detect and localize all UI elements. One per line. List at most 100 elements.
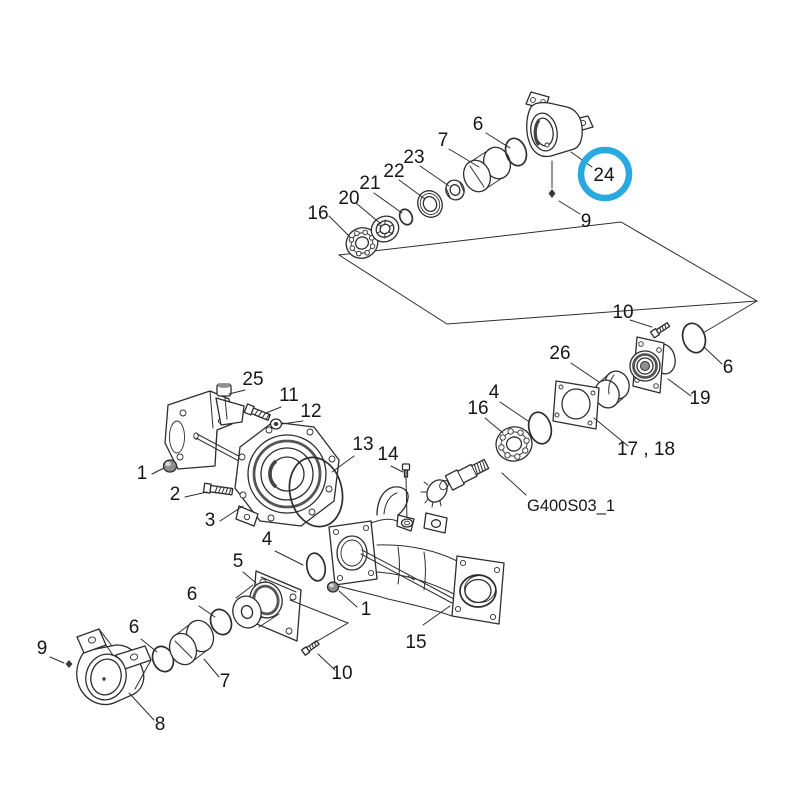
leader-6-upper: [485, 132, 511, 149]
part-plug-25: [216, 383, 232, 420]
part-oring-6-mid: [681, 322, 707, 354]
callout-9-bottom[interactable]: 9: [37, 638, 48, 659]
part-bracket-8: [76, 628, 152, 706]
leader-10-mid: [629, 319, 653, 328]
callout-24[interactable]: 24: [593, 165, 615, 186]
callout-6-mid[interactable]: 6: [723, 357, 734, 378]
part-axle-housing-15: [328, 486, 505, 625]
callout-9-upper[interactable]: 9: [581, 211, 592, 232]
leader-10-fork: [289, 599, 350, 644]
callout-6-upper[interactable]: 6: [473, 114, 484, 135]
part-bolt-2: [202, 482, 234, 496]
callout-10-mid[interactable]: 10: [612, 302, 633, 323]
part-bolt-10-bottom: [300, 640, 320, 656]
callout-15[interactable]: 15: [405, 632, 426, 653]
leader-9-upper: [558, 200, 581, 215]
callout-2[interactable]: 2: [170, 484, 181, 505]
callout-16-mid[interactable]: 16: [467, 398, 488, 419]
callout-26[interactable]: 26: [549, 343, 570, 364]
part-oring-13: [288, 456, 344, 528]
callout-14[interactable]: 14: [377, 444, 399, 465]
part-pin-9-upper: [548, 160, 556, 198]
callout-16-upper[interactable]: 16: [307, 203, 328, 224]
part-bearing-16-mid: [495, 426, 533, 462]
callout-4-bottom[interactable]: 4: [262, 529, 273, 550]
leader-19: [667, 378, 692, 397]
leader-2: [184, 491, 208, 498]
callout-1-left[interactable]: 1: [137, 463, 148, 484]
leader-21: [373, 192, 403, 214]
part-bushing-7-upper: [462, 146, 512, 193]
highlight-circle-24: [577, 146, 633, 202]
callout-19[interactable]: 19: [689, 388, 710, 409]
callout-7-upper[interactable]: 7: [438, 130, 449, 151]
part-24-knuckle-bracket: [525, 91, 594, 158]
part-nut-23: [445, 179, 465, 201]
leader-13: [331, 455, 355, 473]
part-support-5: [232, 570, 302, 642]
leader-9-bottom: [49, 656, 65, 664]
part-flange-19: [629, 336, 676, 394]
leader-4-bottom: [274, 550, 304, 566]
callout-6-left[interactable]: 6: [129, 617, 140, 638]
exploded-axis-plane: [337, 221, 759, 334]
callout-23[interactable]: 23: [403, 147, 424, 168]
part-pin-9-bottom: [65, 660, 73, 668]
leader-6-right: [198, 605, 216, 618]
part-bolt-10-mid: [649, 322, 671, 339]
leader-25: [228, 389, 246, 395]
callout-20[interactable]: 20: [338, 188, 359, 209]
callout-13[interactable]: 13: [352, 434, 373, 455]
leader-22: [398, 179, 426, 200]
callout-4-mid[interactable]: 4: [489, 382, 500, 403]
callout-8[interactable]: 8: [155, 714, 166, 735]
part-oring-4-bottom: [305, 552, 327, 582]
leader-10-bottom: [317, 653, 336, 671]
callout-3[interactable]: 3: [205, 510, 216, 531]
part-gasket-17-18: [552, 380, 600, 430]
part-oring-4-mid: [527, 411, 553, 445]
leader-17-18: [593, 417, 629, 447]
callout-12[interactable]: 12: [300, 401, 321, 422]
part-bearing-20: [370, 215, 400, 243]
leader-15: [422, 605, 451, 626]
callout-1-bottom[interactable]: 1: [361, 599, 372, 620]
leader-11: [265, 406, 282, 414]
leader-7-upper: [448, 148, 480, 168]
part-bevel-pinion-shaft: [420, 458, 490, 508]
callout-22[interactable]: 22: [383, 161, 404, 182]
part-bolt-11: [243, 403, 271, 421]
leader-20: [355, 202, 382, 225]
leader-16-mid: [484, 417, 504, 434]
part-ring-21: [398, 208, 414, 226]
drawing-code-label: G400S03_1: [527, 497, 615, 515]
part-oring-6-upper: [504, 137, 528, 167]
leader-24: [570, 151, 593, 168]
leader-26: [570, 362, 600, 383]
leader-8: [128, 692, 155, 721]
callout-17-18[interactable]: 17 , 18: [617, 439, 675, 460]
leader-drawing-code: [501, 472, 527, 496]
callout-25[interactable]: 25: [242, 369, 263, 390]
part-housing-3: [164, 390, 340, 527]
part-bearing-22: [417, 190, 443, 218]
leader-6-left: [140, 638, 158, 653]
callout-7-bottom[interactable]: 7: [220, 671, 231, 692]
leader-12: [281, 420, 304, 425]
leader-6-mid: [703, 346, 723, 365]
part-collar-26: [594, 370, 630, 409]
callout-21[interactable]: 21: [359, 173, 380, 194]
leader-16-upper: [328, 215, 351, 238]
leader-3: [219, 505, 244, 522]
leader-14: [390, 465, 404, 473]
callout-6-right[interactable]: 6: [187, 584, 198, 605]
part-bushing-7-bottom: [168, 619, 215, 666]
part-oring-6-right: [209, 608, 233, 636]
callout-5[interactable]: 5: [233, 551, 244, 572]
leader-1-left: [151, 467, 165, 475]
callout-10-bottom[interactable]: 10: [331, 663, 352, 684]
part-nut-12: [269, 418, 283, 430]
leader-7-bottom: [203, 658, 220, 678]
callout-11[interactable]: 11: [279, 385, 299, 406]
